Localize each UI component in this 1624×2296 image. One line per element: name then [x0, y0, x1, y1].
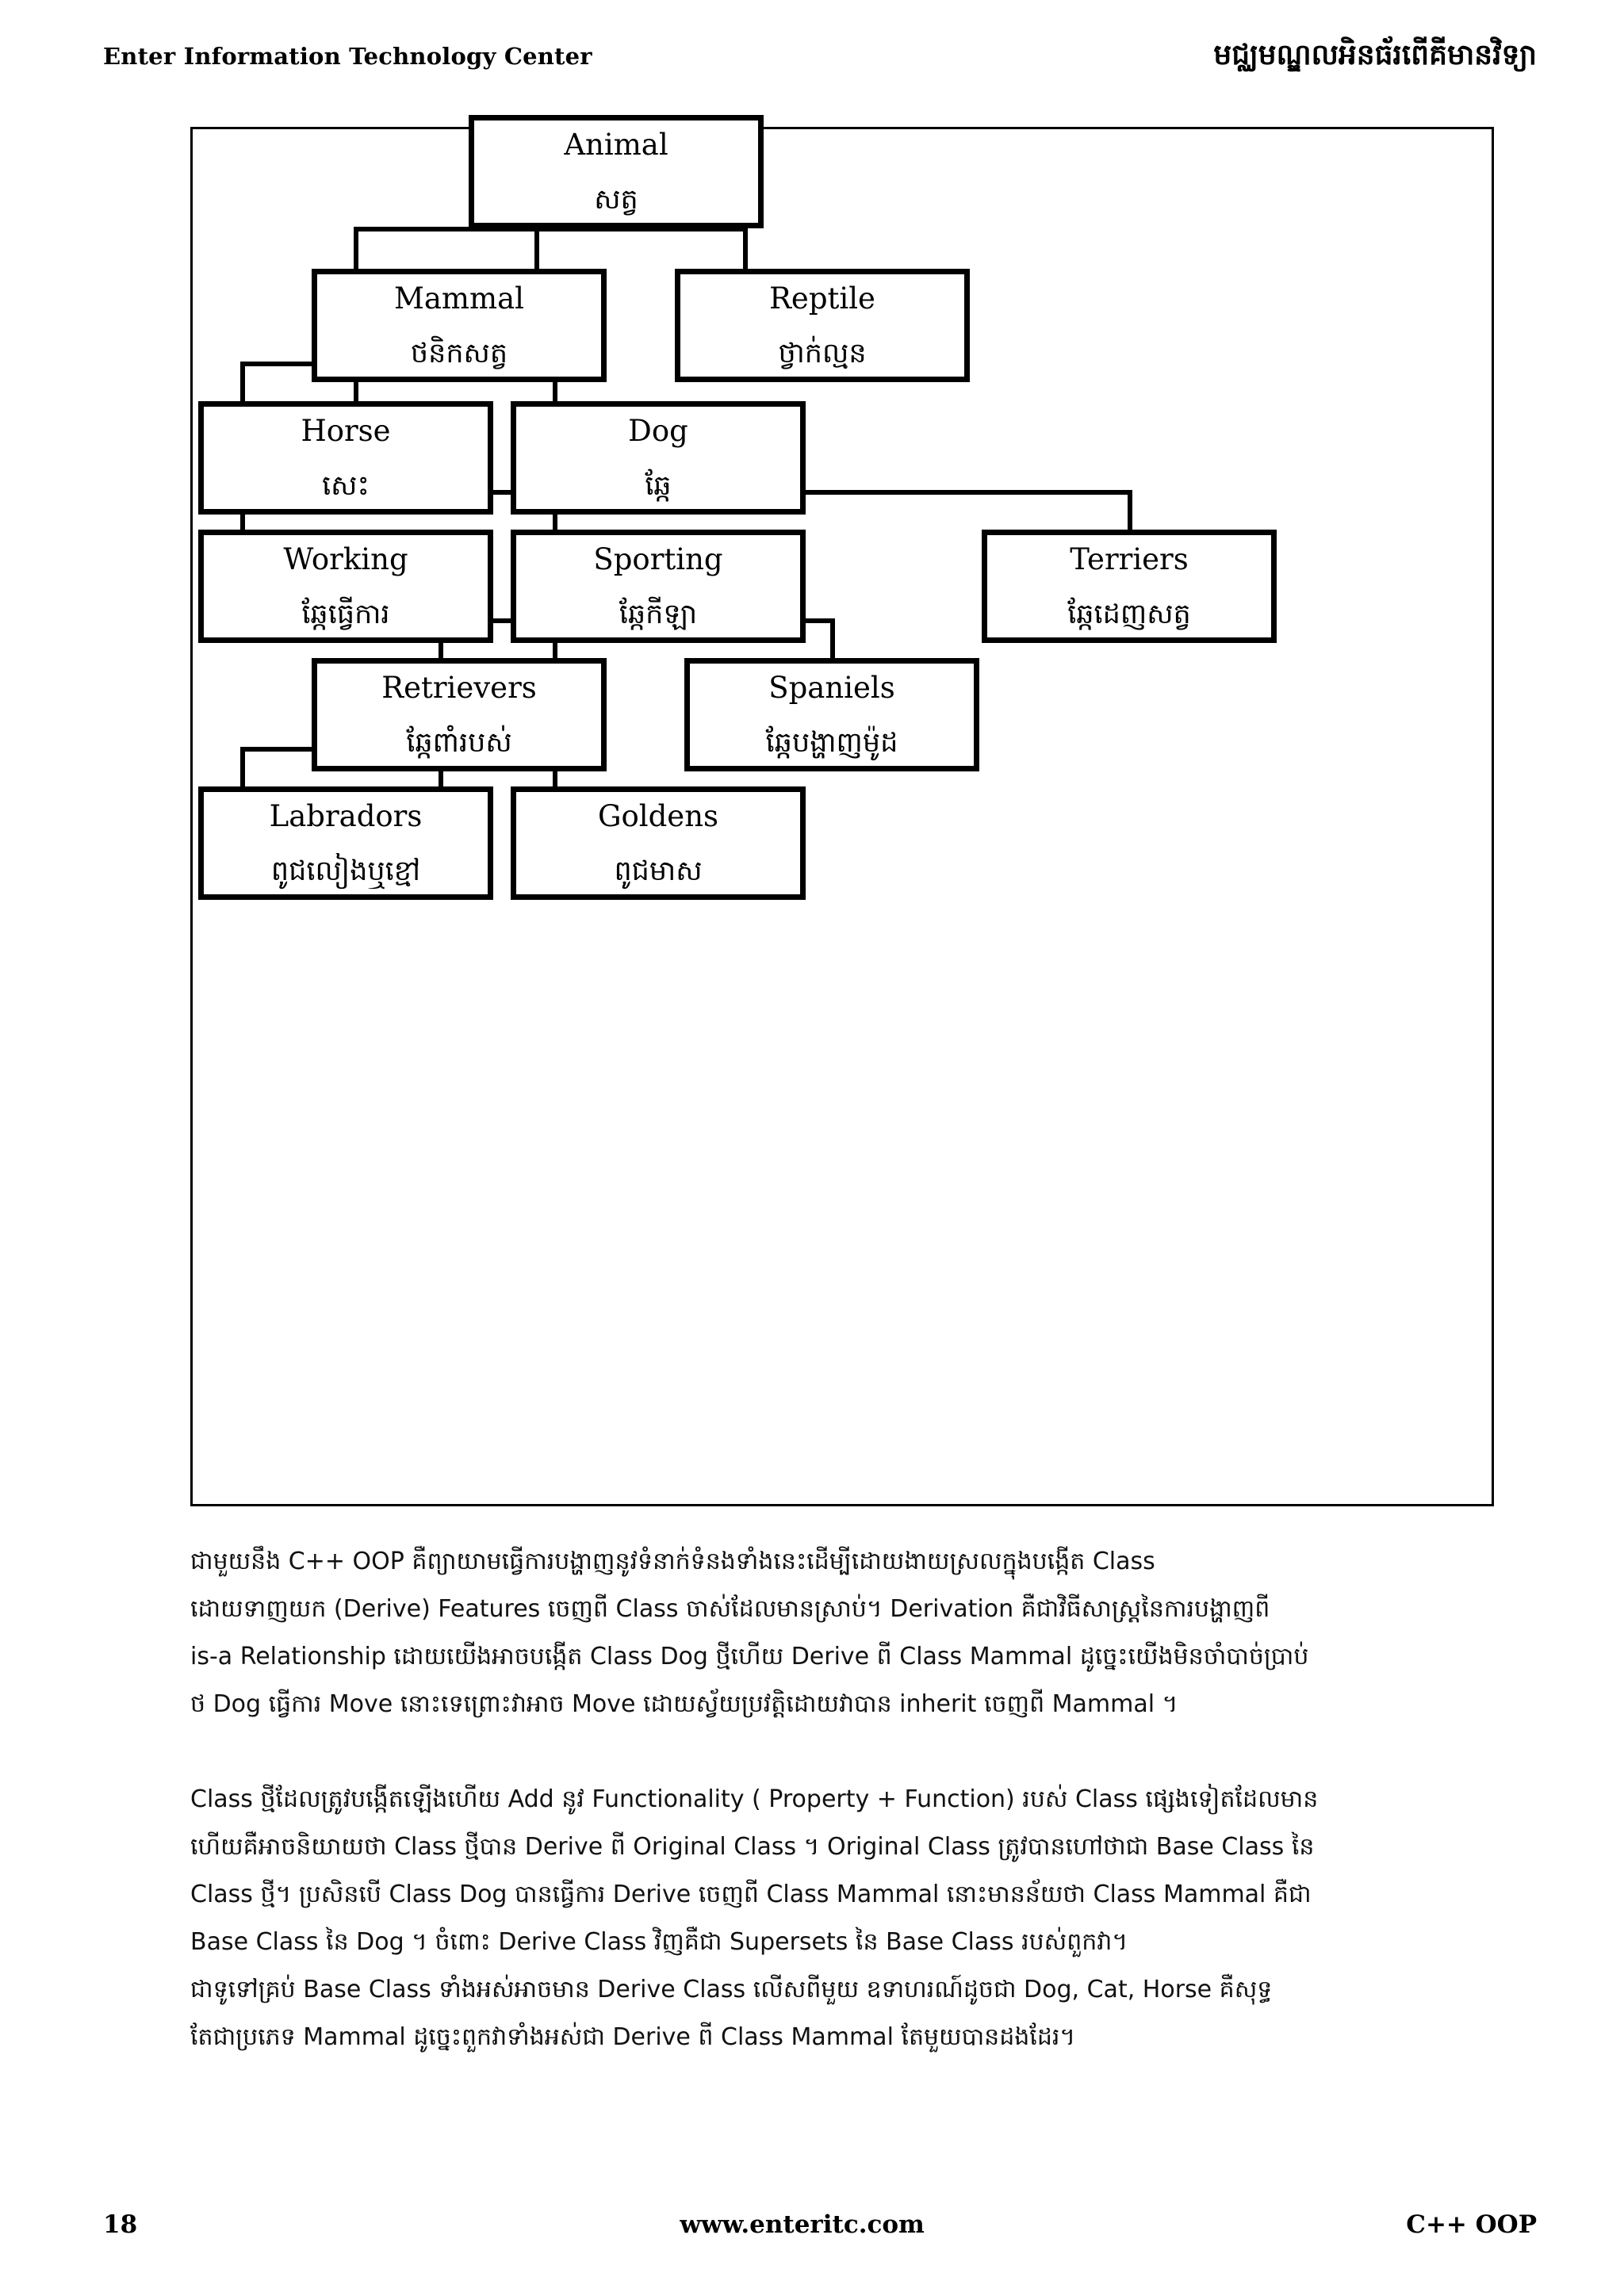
node-goldens-label-km: ពូជមាស — [614, 855, 703, 887]
edge-to-spaniels — [830, 618, 835, 658]
node-sporting-label-km: ឆ្កែកីឡា — [619, 598, 698, 630]
inheritance-diagram: Animal សត្វ Mammal ថនិកសត្វ Reptile ថ្វា… — [190, 115, 1494, 1506]
paragraph-2-line-1: Class ថ្មីដែលត្រូវបង្កើតឡើងហើយ Add នូវ F… — [190, 1785, 1319, 1813]
page-header: Enter Information Technology Center មជ្ឈ… — [103, 39, 1537, 71]
node-labradors-label-km: ពូជលៀងឬខ្មៅ — [270, 855, 421, 887]
node-mammal-label-km: ថនិកសត្វ — [410, 337, 508, 369]
header-organization-name-en: Enter Information Technology Center — [103, 43, 592, 70]
paragraph-1: ជាមួយនឹង C++ OOP គឺព្យាយាមធ្វើការបង្ហាញន… — [190, 1538, 1454, 1728]
node-animal-label-en: Animal — [564, 127, 668, 162]
paragraph-1-line-1: ជាមួយនឹង C++ OOP គឺព្យាយាមធ្វើការបង្ហាញន… — [190, 1548, 1155, 1575]
paragraph-2-line-4: Base Class នៃ Dog ។ ចំពោះ Derive Class វ… — [190, 1928, 1128, 1956]
edge-level1-bus — [354, 227, 748, 232]
node-sporting[interactable]: Sporting ឆ្កែកីឡា — [511, 530, 806, 643]
node-reptile[interactable]: Reptile ថ្វាក់ល្មន — [675, 269, 970, 382]
node-dog[interactable]: Dog ឆ្កែ — [511, 401, 806, 515]
node-animal-label-km: សត្វ — [594, 183, 638, 216]
node-horse-label-en: Horse — [301, 413, 391, 448]
node-spaniels[interactable]: Spaniels ឆ្កែបង្ហាញម៉ូដ — [684, 658, 979, 771]
edge-to-horse — [240, 362, 245, 401]
paragraph-1-line-2: ដោយទាញយក (Derive) Features ចេញពី Class ច… — [190, 1595, 1270, 1623]
node-goldens[interactable]: Goldens ពូជមាស — [511, 786, 806, 900]
node-terriers-label-en: Terriers — [1070, 541, 1189, 576]
footer-website[interactable]: www.enteritc.com — [680, 2210, 925, 2239]
node-labradors-label-en: Labradors — [269, 798, 423, 833]
node-goldens-label-en: Goldens — [597, 798, 719, 833]
node-retrievers[interactable]: Retrievers ឆ្កែពាំរបស់ — [312, 658, 607, 771]
node-terriers-label-km: ឆ្កែដេញសត្វ — [1067, 598, 1191, 630]
paragraph-2: Class ថ្មីដែលត្រូវបង្កើតឡើងហើយ Add នូវ F… — [190, 1776, 1454, 2061]
node-spaniels-label-km: ឆ្កែបង្ហាញម៉ូដ — [765, 726, 898, 759]
paragraph-2-line-3: Class ថ្មី។ ប្រសិនបើ Class Dog បានធ្វើកា… — [190, 1881, 1312, 1908]
node-reptile-label-km: ថ្វាក់ល្មន — [778, 337, 867, 369]
node-dog-label-km: ឆ្កែ — [645, 469, 672, 502]
node-working[interactable]: Working ឆ្កែធ្វើការ — [198, 530, 493, 643]
paragraph-2-line-6: តែជាប្រភេទ Mammal ដូច្នេះពួកវាទាំងអស់ជា … — [190, 2023, 1076, 2051]
edge-animal-down — [534, 227, 539, 269]
node-sporting-label-en: Sporting — [593, 541, 723, 576]
node-reptile-label-en: Reptile — [769, 281, 875, 316]
node-horse[interactable]: Horse សេះ — [198, 401, 493, 515]
paragraph-2-line-5: ជាទូទៅគ្រប់ Base Class ទាំងអស់អាចមាន Der… — [190, 1976, 1273, 2003]
header-organization-name-km: មជ្ឈមណ្ឌលអិនធ័រពេីគីមានវិទ្យា — [1213, 39, 1537, 71]
paragraph-1-line-4: ថ Dog ធ្វើការ Move នោះទេព្រោះវាអាច Move … — [190, 1690, 1178, 1718]
edge-to-terriers — [1128, 490, 1132, 530]
node-mammal[interactable]: Mammal ថនិកសត្វ — [312, 269, 607, 382]
body-text: ជាមួយនឹង C++ OOP គឺព្យាយាមធ្វើការបង្ហាញន… — [190, 1538, 1454, 2061]
node-retrievers-label-km: ឆ្កែពាំរបស់ — [406, 726, 512, 759]
node-labradors[interactable]: Labradors ពូជលៀងឬខ្មៅ — [198, 786, 493, 900]
node-retrievers-label-en: Retrievers — [381, 670, 537, 705]
node-dog-label-en: Dog — [628, 413, 688, 448]
node-terriers[interactable]: Terriers ឆ្កែដេញសត្វ — [982, 530, 1277, 643]
edge-to-reptile — [743, 227, 748, 269]
paragraph-2-line-2: ហើយគឺអាចនិយាយថា Class ថ្មីបាន Derive ពី … — [190, 1833, 1315, 1861]
node-horse-label-km: សេះ — [322, 469, 370, 502]
node-working-label-en: Working — [283, 541, 408, 576]
node-animal[interactable]: Animal សត្វ — [469, 115, 764, 228]
footer-subject: C++ OOP — [1406, 2210, 1537, 2239]
page-number: 18 — [103, 2210, 138, 2239]
paragraph-1-line-3: is-a Relationship ដោយយើងអាចបង្កើត Class … — [190, 1643, 1309, 1670]
node-mammal-label-en: Mammal — [393, 281, 524, 316]
edge-to-mammal — [354, 227, 358, 269]
edge-to-labradors — [240, 747, 245, 786]
page-footer: 18 www.enteritc.com C++ OOP — [103, 2210, 1537, 2239]
node-working-label-km: ឆ្កែធ្វើការ — [301, 598, 390, 630]
node-spaniels-label-en: Spaniels — [768, 670, 895, 705]
